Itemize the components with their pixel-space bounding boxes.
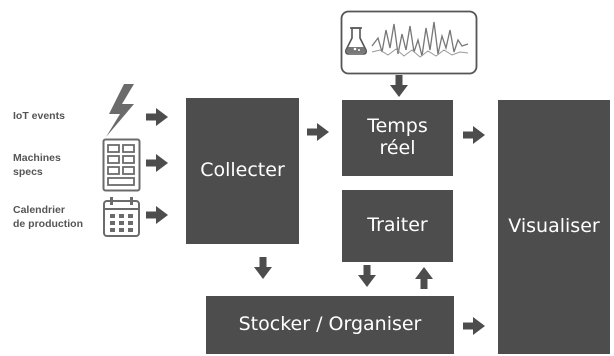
label-iot-events: IoT events xyxy=(13,109,65,123)
arrow-collecter-to-temps-reel xyxy=(307,123,329,141)
label-machines-line2: specs xyxy=(13,166,43,179)
box-temps-reel: Temps réel xyxy=(342,100,453,176)
arrow-iot-to-collecter xyxy=(146,108,168,126)
box-collecter-label: Collecter xyxy=(200,159,285,182)
lightning-bolt-icon xyxy=(106,84,134,137)
box-visualiser-label: Visualiser xyxy=(508,215,600,238)
arrow-traiter-to-stocker xyxy=(358,265,376,287)
label-machines-line1: Machines xyxy=(13,152,61,164)
box-collecter: Collecter xyxy=(186,98,299,244)
label-iot-text: IoT events xyxy=(13,110,65,122)
arrow-temps-reel-to-visualiser xyxy=(463,126,485,144)
box-stocker-label: Stocker / Organiser xyxy=(238,313,422,336)
box-temps-reel-line1: Temps xyxy=(367,115,428,138)
box-traiter: Traiter xyxy=(342,190,453,262)
label-calendrier: Calendrier de production xyxy=(13,203,83,231)
label-machines-specs: Machines specs xyxy=(13,151,61,179)
arrow-collecter-to-stocker xyxy=(254,257,272,279)
box-visualiser: Visualiser xyxy=(498,100,610,354)
arrow-stocker-to-visualiser xyxy=(463,317,485,335)
machine-specs-grid-icon xyxy=(102,138,141,192)
flask-signal-chart-icon xyxy=(340,10,478,75)
box-stocker-organiser: Stocker / Organiser xyxy=(206,296,454,354)
arrow-calendar-to-collecter xyxy=(146,206,168,224)
arrow-panel-to-temps-reel xyxy=(390,75,408,97)
label-calendar-line1: Calendrier xyxy=(13,204,65,216)
label-calendar-line2: de production xyxy=(13,218,83,231)
box-temps-reel-line2: réel xyxy=(379,137,416,159)
arrow-stocker-to-traiter xyxy=(415,267,433,289)
arrow-machines-to-collecter xyxy=(146,154,168,172)
box-traiter-label: Traiter xyxy=(367,214,428,237)
calendar-icon xyxy=(103,197,140,237)
